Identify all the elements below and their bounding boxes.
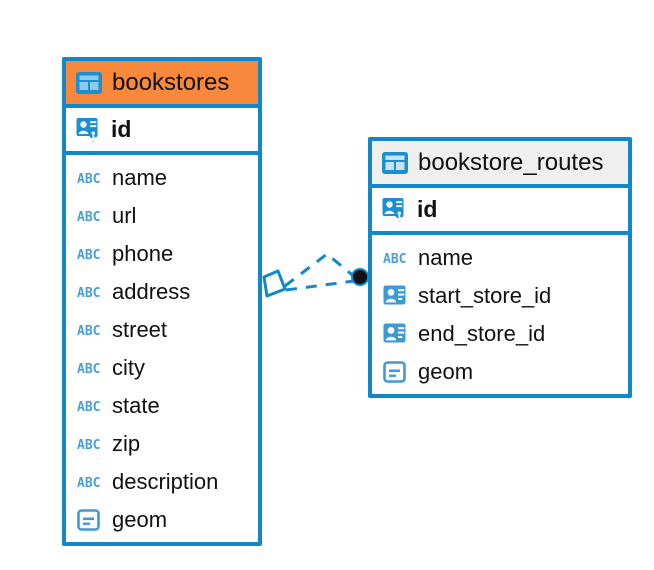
abc-text-icon: ABC	[77, 171, 103, 186]
field-label-city: city	[112, 355, 145, 380]
diamond-marker	[262, 269, 287, 298]
svg-text:ABC: ABC	[77, 476, 100, 490]
field-label-name: name	[418, 245, 474, 270]
abc-text-icon: ABC	[77, 285, 103, 300]
field-row-street[interactable]: ABC street	[66, 311, 258, 349]
foreign-key-icon	[383, 284, 409, 308]
abc-text-icon: ABC	[383, 251, 409, 266]
field-row-end-store-id[interactable]: end_store_id	[372, 315, 628, 353]
filled-circle-marker	[353, 270, 367, 284]
svg-text:ABC: ABC	[383, 252, 406, 266]
svg-text:ABC: ABC	[77, 438, 100, 452]
field-label-name: name	[112, 165, 168, 190]
abc-text-icon: ABC	[77, 361, 103, 376]
relationship-line-upper	[284, 252, 357, 288]
field-label-address: address	[112, 279, 191, 304]
field-row-description[interactable]: ABC description	[66, 463, 258, 501]
field-label-zip: zip	[112, 431, 141, 456]
field-label-description: description	[112, 469, 219, 494]
geometry-icon	[77, 508, 103, 532]
abc-text-icon: ABC	[77, 323, 103, 338]
field-label-start-store-id: start_store_id	[418, 283, 552, 308]
field-row-state[interactable]: ABC state	[66, 387, 258, 425]
geometry-icon	[383, 360, 409, 384]
field-label-id: id	[111, 116, 132, 142]
relationship-line-lower	[285, 279, 355, 292]
table-icon	[76, 71, 102, 94]
field-label-street: street	[112, 317, 168, 342]
field-label-end-store-id: end_store_id	[418, 321, 546, 346]
abc-text-icon: ABC	[77, 475, 103, 490]
foreign-key-icon	[383, 322, 409, 346]
field-row-geom[interactable]: geom	[372, 353, 628, 391]
field-label-state: state	[112, 393, 160, 418]
field-label-phone: phone	[112, 241, 174, 266]
abc-text-icon: ABC	[77, 209, 103, 224]
field-label-geom: geom	[112, 507, 168, 532]
entity-bookstore-routes[interactable]: bookstore_routes id	[368, 137, 632, 398]
field-row-zip[interactable]: ABC zip	[66, 425, 258, 463]
svg-text:ABC: ABC	[77, 248, 100, 262]
entity-bookstore-routes-fields: ABC name start_store_id	[372, 235, 628, 395]
field-row-name[interactable]: ABC name	[372, 239, 628, 277]
entity-bookstores-header[interactable]: bookstores	[66, 61, 258, 108]
svg-text:ABC: ABC	[77, 210, 100, 224]
field-row-name[interactable]: ABC name	[66, 159, 258, 197]
entity-bookstores-fields: ABC name ABC url ABC p	[66, 155, 258, 543]
svg-text:ABC: ABC	[77, 362, 100, 376]
field-row-phone[interactable]: ABC phone	[66, 235, 258, 273]
abc-text-icon: ABC	[77, 437, 103, 452]
table-icon	[382, 151, 408, 174]
svg-text:ABC: ABC	[77, 400, 100, 414]
field-label-geom: geom	[418, 359, 474, 384]
svg-text:ABC: ABC	[77, 172, 100, 186]
field-row-id[interactable]: id	[66, 108, 258, 155]
abc-text-icon: ABC	[77, 399, 103, 414]
field-row-id[interactable]: id	[372, 188, 628, 235]
entity-bookstore-routes-title: bookstore_routes	[418, 148, 604, 176]
filled-circle-marker-ring	[351, 268, 369, 286]
field-row-city[interactable]: ABC city	[66, 349, 258, 387]
field-row-start-store-id[interactable]: start_store_id	[372, 277, 628, 315]
primary-key-icon	[382, 197, 408, 223]
entity-bookstores[interactable]: bookstores id	[62, 57, 262, 546]
svg-text:ABC: ABC	[77, 324, 100, 338]
field-label-url: url	[112, 203, 137, 228]
primary-key-icon	[76, 117, 102, 143]
field-row-url[interactable]: ABC url	[66, 197, 258, 235]
field-row-address[interactable]: ABC address	[66, 273, 258, 311]
svg-text:ABC: ABC	[77, 286, 100, 300]
field-label-id: id	[417, 196, 438, 222]
field-row-geom[interactable]: geom	[66, 501, 258, 539]
entity-bookstore-routes-header[interactable]: bookstore_routes	[372, 141, 628, 188]
abc-text-icon: ABC	[77, 247, 103, 262]
entity-bookstores-title: bookstores	[112, 68, 230, 96]
